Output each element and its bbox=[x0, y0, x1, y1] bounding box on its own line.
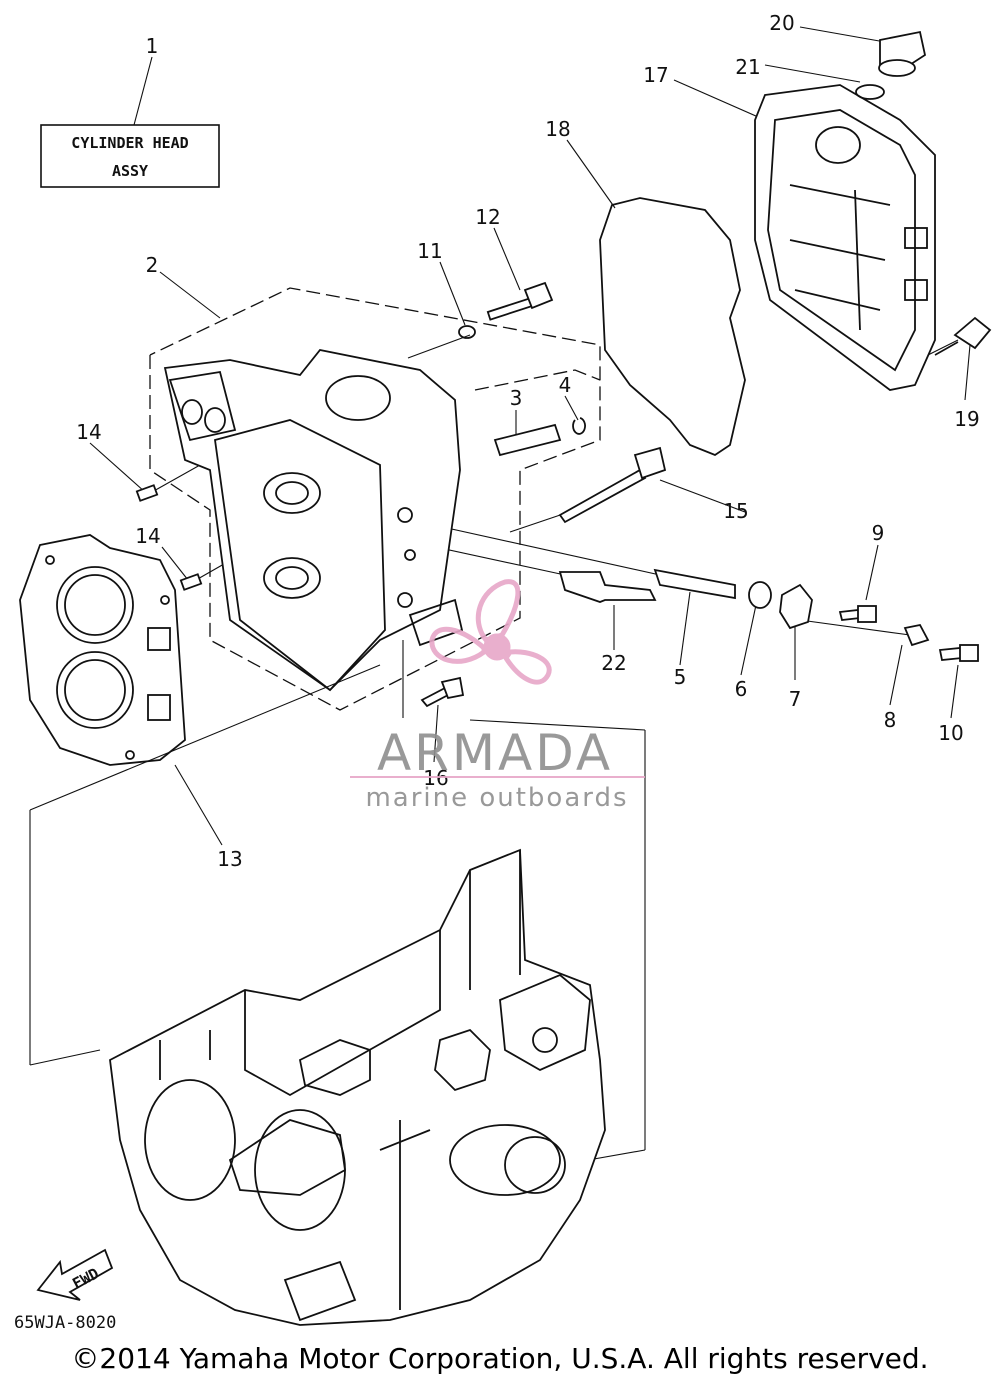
bolt-16 bbox=[420, 676, 465, 708]
bolt-10 bbox=[938, 644, 979, 662]
callout-8: 8 bbox=[884, 708, 897, 732]
bolt-15 bbox=[558, 446, 667, 524]
diagram-code: 65WJA-8020 bbox=[14, 1313, 116, 1333]
bushing-3 bbox=[493, 423, 562, 457]
bolt-19 bbox=[934, 316, 992, 356]
cylinder-head-cover bbox=[754, 84, 936, 391]
cylinder-block bbox=[109, 848, 606, 1326]
callout-20: 20 bbox=[769, 11, 794, 35]
clip-4 bbox=[572, 417, 586, 435]
dowel-pin-14a bbox=[135, 484, 159, 502]
callout-6: 6 bbox=[735, 677, 748, 701]
callout-13: 13 bbox=[217, 847, 242, 871]
callout-15: 15 bbox=[723, 499, 748, 523]
callout-7: 7 bbox=[789, 687, 802, 711]
callout-14a: 14 bbox=[76, 420, 101, 444]
callout-14b: 14 bbox=[135, 524, 160, 548]
callout-1: 1 bbox=[146, 34, 159, 58]
callout-4: 4 bbox=[559, 373, 572, 397]
assembly-label-line1: CYLINDER HEAD bbox=[71, 134, 188, 152]
leader-lines bbox=[89, 26, 971, 846]
watermark-brand: ARMADA bbox=[377, 724, 613, 782]
assembly-label-line2: ASSY bbox=[112, 162, 148, 180]
watermark-tagline: marine outboards bbox=[365, 783, 628, 813]
callout-12: 12 bbox=[475, 205, 500, 229]
o-ring-21 bbox=[855, 84, 885, 100]
spark-plug-22 bbox=[558, 571, 657, 603]
callout-19: 19 bbox=[954, 407, 979, 431]
block-projection-lines bbox=[29, 640, 646, 1166]
head-gasket bbox=[19, 534, 186, 766]
forward-arrow-icon: FWD bbox=[36, 1248, 114, 1301]
callout-18: 18 bbox=[545, 117, 570, 141]
cover-7 bbox=[779, 583, 813, 630]
dowel-pin-14b bbox=[179, 573, 203, 591]
cylinder-head bbox=[163, 349, 464, 692]
callout-21: 21 bbox=[735, 55, 760, 79]
gasket-11 bbox=[458, 325, 476, 339]
plug-12 bbox=[486, 281, 554, 321]
grommet-6 bbox=[748, 581, 772, 609]
callout-9: 9 bbox=[872, 521, 885, 545]
callout-3: 3 bbox=[510, 386, 523, 410]
callout-10: 10 bbox=[938, 721, 963, 745]
callout-22: 22 bbox=[601, 651, 626, 675]
watermark: ARMADA marine outboards bbox=[350, 579, 645, 813]
callout-11: 11 bbox=[417, 239, 442, 263]
thermostat-5 bbox=[653, 568, 736, 600]
assembly-label-box: CYLINDER HEAD ASSY bbox=[40, 124, 220, 188]
callout-17: 17 bbox=[643, 63, 668, 87]
oil-filler-cap bbox=[878, 30, 927, 77]
copyright-notice: ©2014 Yamaha Motor Corporation, U.S.A. A… bbox=[71, 1342, 929, 1375]
head-cover-gasket bbox=[599, 197, 746, 457]
anode-8 bbox=[903, 623, 930, 647]
assembly-outline-dashed bbox=[149, 287, 601, 711]
bolt-9 bbox=[838, 605, 877, 623]
propeller-logo-icon bbox=[429, 579, 552, 685]
callout-2: 2 bbox=[146, 253, 159, 277]
callout-5: 5 bbox=[674, 665, 687, 689]
